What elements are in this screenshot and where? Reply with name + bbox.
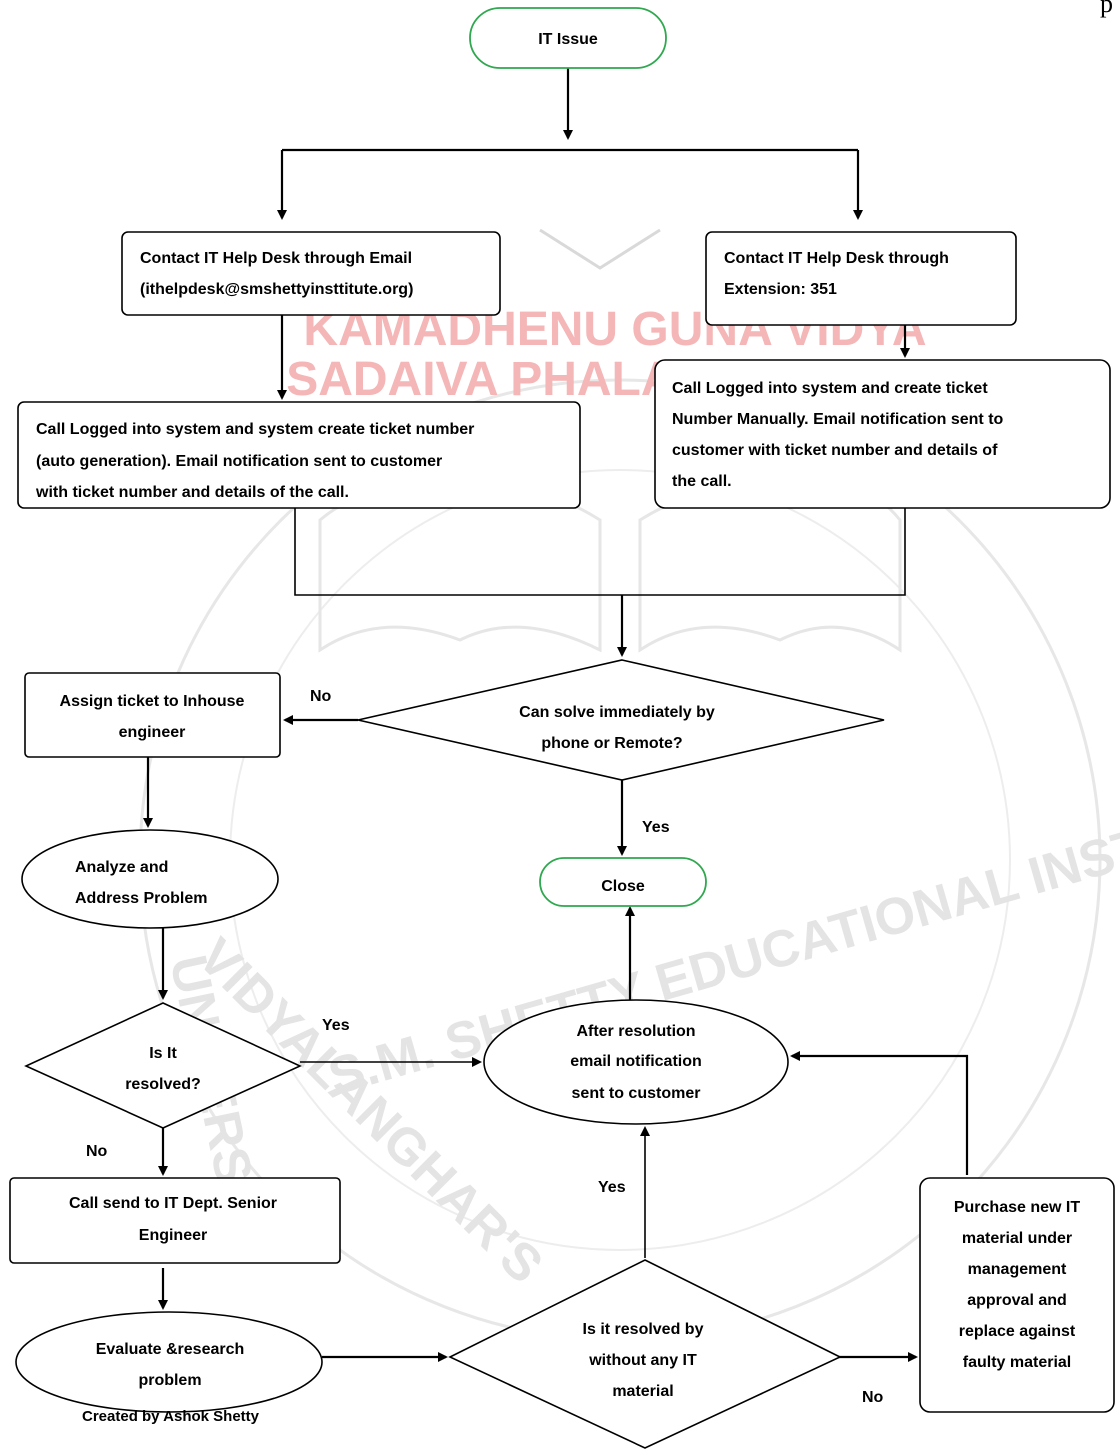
is-resolved-line2: resolved? [125, 1076, 201, 1093]
node-analyze: Analyze and Address Problem [21, 829, 279, 929]
edge-label-without-no: No [862, 1389, 884, 1406]
close-label: Close [601, 878, 645, 895]
node-can-solve: Can solve immediately by phone or Remote… [357, 659, 885, 781]
auto-ticket-line1: Call Logged into system and system creat… [36, 421, 474, 438]
node-manual-ticket: Call Logged into system and create ticke… [654, 359, 1111, 509]
edge-label-is-resolved-no: No [86, 1143, 108, 1160]
node-email-contact: Contact IT Help Desk through Email (ithe… [121, 231, 501, 316]
assign-line2: engineer [119, 724, 186, 741]
node-evaluate: Evaluate &research problem [15, 1311, 323, 1413]
node-is-resolved: Is It resolved? [24, 1002, 302, 1129]
after-resolution-line2: email notification [570, 1053, 702, 1070]
node-resolved-without: Is it resolved by without any IT materia… [448, 1259, 842, 1449]
edge-label-can-solve-yes: Yes [642, 819, 670, 836]
purchase-line5: replace against [959, 1323, 1076, 1340]
senior-line1: Call send to IT Dept. Senior [69, 1195, 277, 1212]
manual-ticket-line1: Call Logged into system and create ticke… [672, 380, 988, 397]
edge-label-is-resolved-yes: Yes [322, 1017, 350, 1034]
node-ext-contact: Contact IT Help Desk through Extension: … [705, 231, 1017, 326]
can-solve-line1: Can solve immediately by [519, 704, 715, 721]
resolved-without-line1: Is it resolved by [583, 1321, 704, 1338]
senior-line2: Engineer [139, 1227, 207, 1244]
analyze-line2: Address Problem [75, 890, 207, 907]
page-number: p [1100, 0, 1113, 18]
resolved-without-line3: material [612, 1383, 673, 1400]
email-contact-line1: Contact IT Help Desk through Email [140, 250, 412, 267]
connectors [143, 68, 969, 1362]
purchase-line3: management [968, 1261, 1067, 1278]
node-after-resolution: After resolution email notification sent… [483, 999, 789, 1125]
node-assign: Assign ticket to Inhouse engineer [24, 672, 281, 758]
after-resolution-line1: After resolution [576, 1023, 695, 1040]
manual-ticket-line3: customer with ticket number and details … [672, 442, 998, 459]
purchase-line2: material under [962, 1230, 1072, 1247]
node-close: Close [539, 857, 707, 907]
node-auto-ticket: Call Logged into system and system creat… [17, 401, 581, 509]
footer-credit: Created by Ashok Shetty [82, 1408, 260, 1425]
auto-ticket-line3: with ticket number and details of the ca… [35, 484, 349, 501]
evaluate-line1: Evaluate &research [96, 1341, 245, 1358]
ext-contact-line2: Extension: 351 [724, 281, 837, 298]
email-contact-line2: (ithelpdesk@smshettyinsttitute.org) [140, 281, 413, 298]
ext-contact-line1: Contact IT Help Desk through [724, 250, 949, 267]
purchase-line4: approval and [967, 1292, 1067, 1309]
assign-line1: Assign ticket to Inhouse [60, 693, 245, 710]
auto-ticket-line2: (auto generation). Email notification se… [36, 453, 442, 470]
purchase-line1: Purchase new IT [954, 1199, 1080, 1216]
can-solve-line2: phone or Remote? [541, 735, 682, 752]
analyze-line1: Analyze and [75, 859, 168, 876]
edge-label-without-yes: Yes [598, 1179, 626, 1196]
node-purchase: Purchase new IT material under managemen… [919, 1177, 1115, 1413]
start-label: IT Issue [538, 31, 598, 48]
node-senior: Call send to IT Dept. Senior Engineer [9, 1177, 341, 1264]
evaluate-line2: problem [138, 1372, 201, 1389]
after-resolution-line3: sent to customer [572, 1085, 701, 1102]
manual-ticket-line2: Number Manually. Email notification sent… [672, 411, 1004, 428]
resolved-without-line2: without any IT [588, 1352, 697, 1369]
is-resolved-line1: Is It [149, 1045, 177, 1062]
purchase-line6: faulty material [963, 1354, 1071, 1371]
manual-ticket-line4: the call. [672, 473, 732, 490]
edge-label-can-solve-no: No [310, 688, 332, 705]
node-start: IT Issue [469, 7, 667, 69]
